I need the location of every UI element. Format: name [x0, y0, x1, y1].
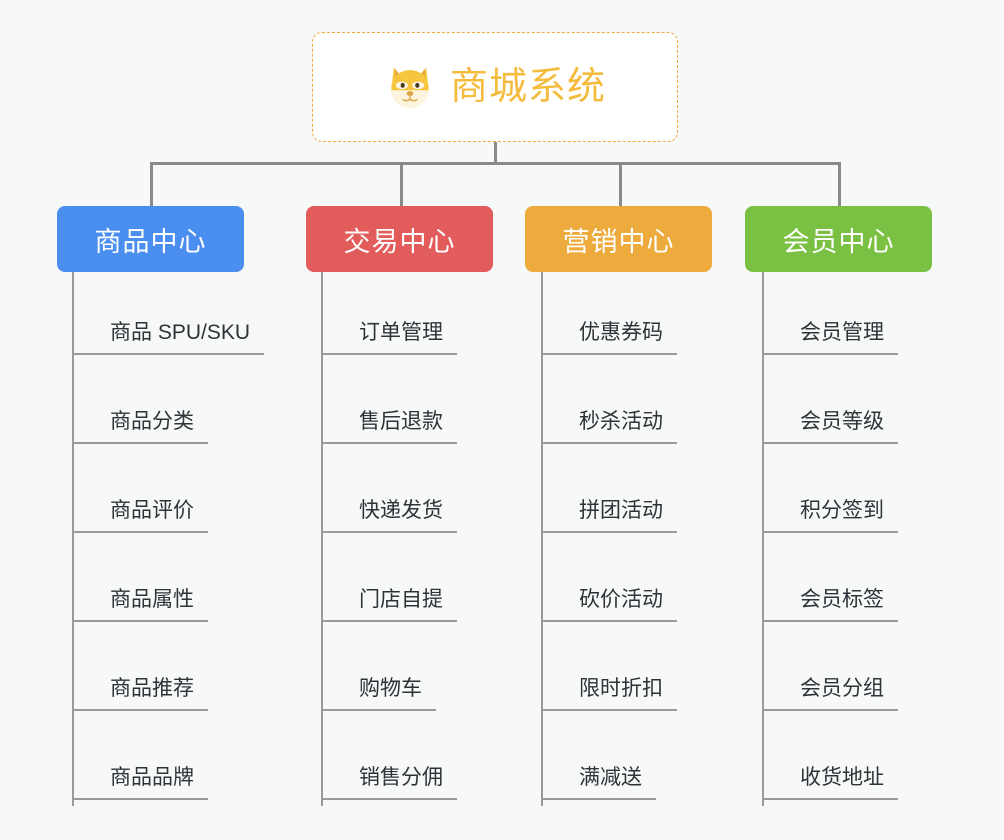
connector-horizontal-bus — [150, 162, 839, 165]
leaf-label: 会员标签 — [762, 583, 898, 622]
leaf-item[interactable]: 商品品牌 — [72, 717, 264, 806]
leaf-list: 优惠券码秒杀活动拼团活动砍价活动限时折扣满减送 — [541, 272, 677, 806]
connector-drop-marketing-center — [619, 162, 622, 208]
leaf-item[interactable]: 商品属性 — [72, 539, 264, 628]
leaf-item[interactable]: 订单管理 — [321, 272, 457, 361]
dog-face-icon — [384, 61, 436, 113]
leaf-label: 购物车 — [321, 672, 436, 711]
leaf-item[interactable]: 商品 SPU/SKU — [72, 272, 265, 361]
leaf-label: 限时折扣 — [541, 672, 677, 711]
leaf-label: 商品 SPU/SKU — [72, 316, 265, 355]
leaf-item[interactable]: 秒杀活动 — [541, 361, 677, 450]
category-box-product-center[interactable]: 商品中心 — [57, 206, 244, 272]
leaf-label: 快递发货 — [321, 494, 457, 533]
leaf-label: 商品品牌 — [72, 761, 208, 800]
leaf-item[interactable]: 商品评价 — [72, 450, 264, 539]
leaf-item[interactable]: 优惠券码 — [541, 272, 677, 361]
leaf-label: 积分签到 — [762, 494, 898, 533]
leaf-label: 订单管理 — [321, 316, 457, 355]
leaf-item[interactable]: 门店自提 — [321, 539, 457, 628]
leaf-item[interactable]: 砍价活动 — [541, 539, 677, 628]
leaf-spine — [762, 272, 764, 806]
category-box-marketing-center[interactable]: 营销中心 — [525, 206, 712, 272]
leaf-label: 优惠券码 — [541, 316, 677, 355]
leaf-label: 商品评价 — [72, 494, 208, 533]
leaf-label: 会员分组 — [762, 672, 898, 711]
leaf-label: 门店自提 — [321, 583, 457, 622]
category-box-trade-center[interactable]: 交易中心 — [306, 206, 493, 272]
connector-drop-product-center — [150, 162, 153, 208]
leaf-spine — [72, 272, 74, 806]
leaf-item[interactable]: 满减送 — [541, 717, 677, 806]
leaf-label: 满减送 — [541, 761, 656, 800]
leaf-list: 会员管理会员等级积分签到会员标签会员分组收货地址 — [762, 272, 898, 806]
leaf-spine — [321, 272, 323, 806]
leaf-label: 售后退款 — [321, 405, 457, 444]
leaf-item[interactable]: 收货地址 — [762, 717, 898, 806]
leaf-label: 销售分佣 — [321, 761, 457, 800]
leaf-label: 商品分类 — [72, 405, 208, 444]
leaf-label: 秒杀活动 — [541, 405, 677, 444]
leaf-item[interactable]: 快递发货 — [321, 450, 457, 539]
leaf-item[interactable]: 会员标签 — [762, 539, 898, 628]
category-label: 营销中心 — [562, 226, 675, 257]
leaf-list: 商品 SPU/SKU 商品分类商品评价商品属性商品推荐商品品牌 — [72, 272, 265, 806]
leaf-label: 收货地址 — [762, 761, 898, 800]
leaf-item[interactable]: 商品分类 — [72, 361, 264, 450]
category-label: 交易中心 — [343, 226, 456, 257]
root-title: 商城系统 — [449, 66, 606, 108]
leaf-label: 商品推荐 — [72, 672, 208, 711]
leaf-label: 商品属性 — [72, 583, 208, 622]
connector-drop-member-center — [838, 162, 841, 208]
leaf-item[interactable]: 会员分组 — [762, 628, 898, 717]
connector-drop-trade-center — [400, 162, 403, 208]
connector-root-vertical — [494, 142, 497, 164]
leaf-item[interactable]: 积分签到 — [762, 450, 898, 539]
leaf-label: 拼团活动 — [541, 494, 677, 533]
category-label: 商品中心 — [94, 226, 207, 257]
leaf-spine — [541, 272, 543, 806]
leaf-item[interactable]: 售后退款 — [321, 361, 457, 450]
leaf-label: 砍价活动 — [541, 583, 677, 622]
leaf-item[interactable]: 购物车 — [321, 628, 457, 717]
leaf-item[interactable]: 限时折扣 — [541, 628, 677, 717]
leaf-list: 订单管理售后退款快递发货门店自提购物车销售分佣 — [321, 272, 457, 806]
leaf-label: 会员等级 — [762, 405, 898, 444]
leaf-item[interactable]: 会员等级 — [762, 361, 898, 450]
leaf-item[interactable]: 销售分佣 — [321, 717, 457, 806]
root-node[interactable]: 商城系统 — [312, 32, 678, 142]
leaf-label: 会员管理 — [762, 316, 898, 355]
leaf-item[interactable]: 会员管理 — [762, 272, 898, 361]
category-label: 会员中心 — [782, 226, 895, 257]
leaf-item[interactable]: 拼团活动 — [541, 450, 677, 539]
category-box-member-center[interactable]: 会员中心 — [745, 206, 932, 272]
leaf-item[interactable]: 商品推荐 — [72, 628, 264, 717]
